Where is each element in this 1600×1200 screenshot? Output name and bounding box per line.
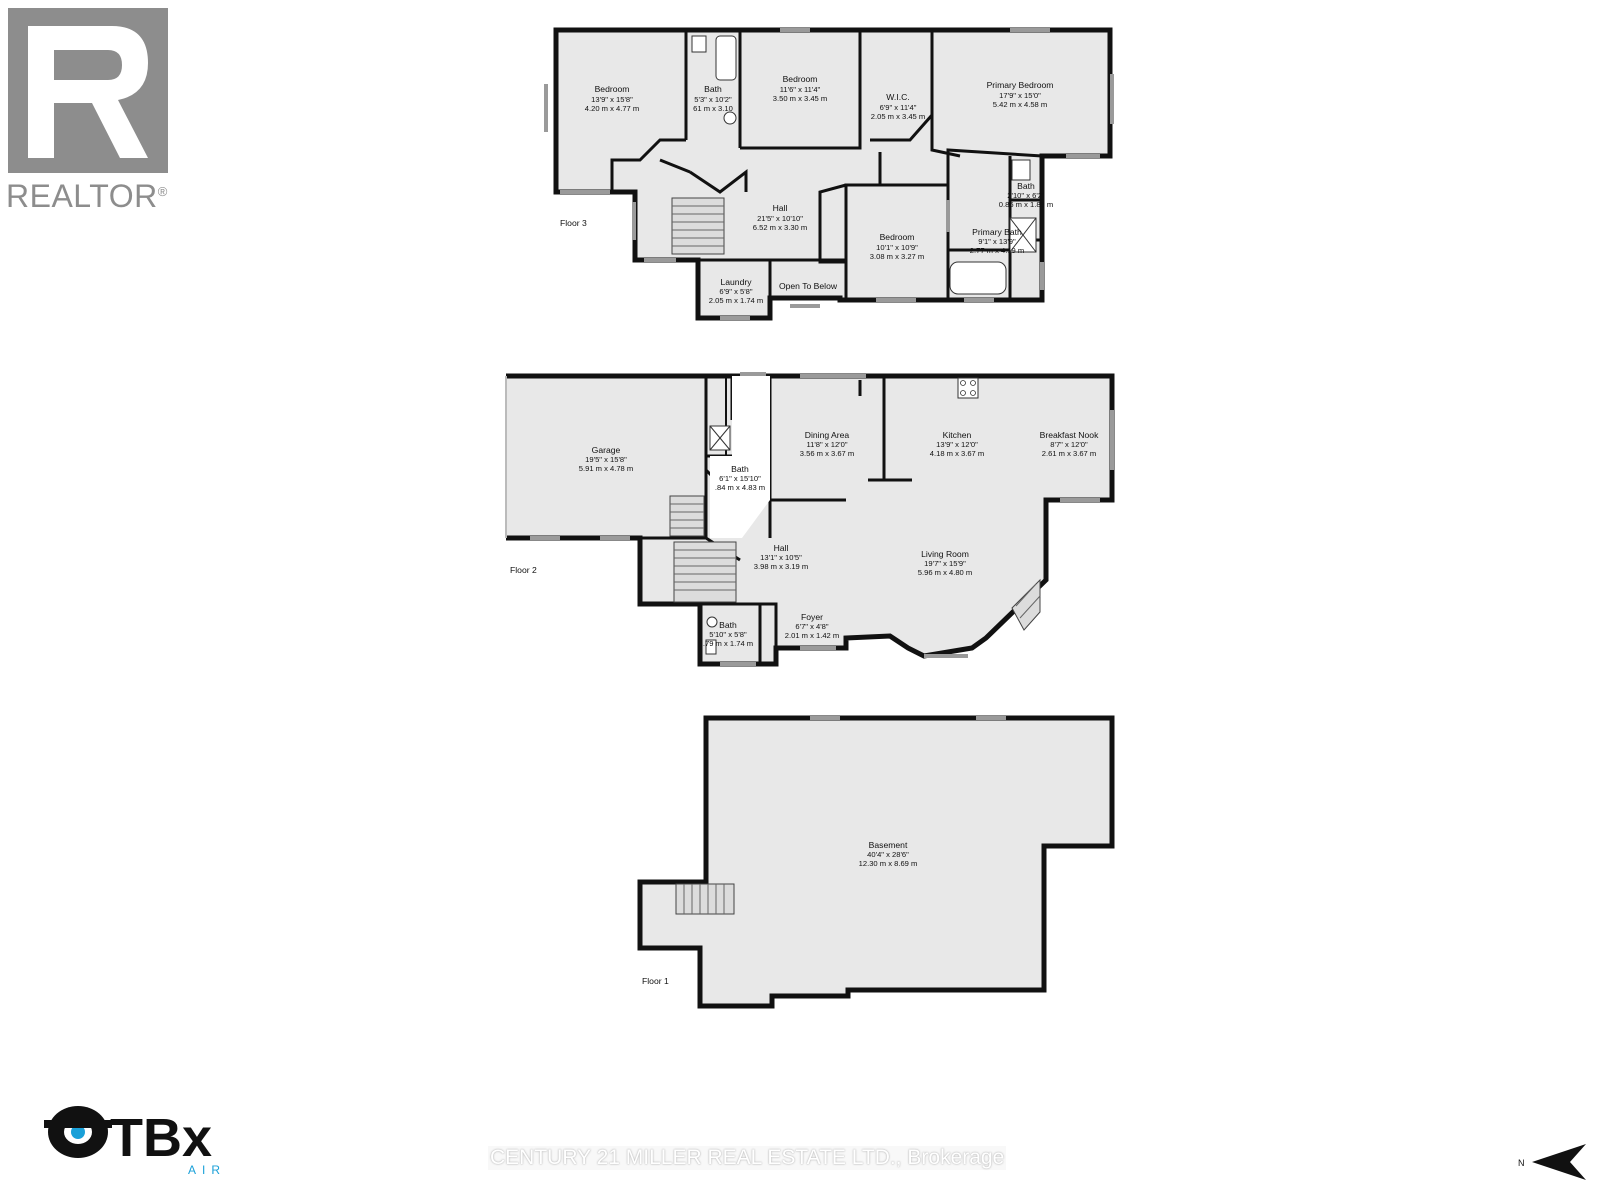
room-label: Open To Below	[779, 281, 838, 291]
svg-text:5.91 m x 4.78 m: 5.91 m x 4.78 m	[579, 464, 633, 473]
svg-text:Bath: Bath	[704, 84, 722, 94]
svg-text:Bath: Bath	[731, 464, 749, 474]
floor-label: Floor 3	[560, 218, 587, 228]
floor-1-plan	[637, 715, 1115, 1009]
svg-text:5.96 m x 4.80 m: 5.96 m x 4.80 m	[918, 568, 972, 577]
north-arrow-icon	[1532, 1144, 1586, 1180]
floor-3-plan	[544, 27, 1114, 321]
svg-text:9'1" x 13'9": 9'1" x 13'9"	[978, 237, 1016, 246]
north-label: N	[1518, 1158, 1525, 1168]
floor-label: Floor 1	[642, 976, 669, 986]
svg-text:3.98 m x 3.19 m: 3.98 m x 3.19 m	[754, 562, 808, 571]
realtor-logo	[8, 8, 168, 173]
svg-text:Dining Area: Dining Area	[805, 430, 850, 440]
svg-text:.84 m x 4.83 m: .84 m x 4.83 m	[715, 483, 765, 492]
svg-text:40'4" x 28'6": 40'4" x 28'6"	[867, 850, 909, 859]
svg-text:5'10" x 5'8": 5'10" x 5'8"	[709, 630, 747, 639]
floor-label: Floor 2	[510, 565, 537, 575]
svg-text:.79 m x 1.74 m: .79 m x 1.74 m	[703, 639, 753, 648]
brokerage-watermark: CENTURY 21 MILLER REAL ESTATE LTD., Brok…	[488, 1146, 1007, 1170]
svg-text:19'7" x 15'9": 19'7" x 15'9"	[924, 559, 966, 568]
room-label: W.I.C.6'9" x 11'4"2.05 m x 3.45 m	[871, 92, 925, 121]
svg-text:5'3" x 10'2": 5'3" x 10'2"	[694, 95, 732, 104]
svg-text:6.52 m x 3.30 m: 6.52 m x 3.30 m	[753, 223, 807, 232]
svg-text:13'9" x 15'8": 13'9" x 15'8"	[591, 95, 633, 104]
svg-text:2.05 m x 1.74 m: 2.05 m x 1.74 m	[709, 296, 763, 305]
svg-text:Bedroom: Bedroom	[880, 232, 915, 242]
svg-text:AIR: AIR	[188, 1163, 226, 1177]
svg-text:Bath: Bath	[719, 620, 737, 630]
svg-text:Foyer: Foyer	[801, 612, 823, 622]
svg-text:6'7" x 4'8": 6'7" x 4'8"	[795, 622, 829, 631]
svg-text:Bedroom: Bedroom	[783, 74, 818, 84]
svg-text:Breakfast Nook: Breakfast Nook	[1040, 430, 1099, 440]
svg-text:6'9" x 11'4": 6'9" x 11'4"	[880, 103, 917, 112]
svg-text:8'7" x 12'0": 8'7" x 12'0"	[1050, 440, 1088, 449]
svg-text:Hall: Hall	[773, 203, 788, 213]
realtor-wordmark: REALTOR®	[6, 178, 168, 214]
svg-text:6'9" x 5'8": 6'9" x 5'8"	[719, 287, 753, 296]
svg-text:TBx: TBx	[110, 1108, 212, 1168]
svg-text:61 m x 3.10: 61 m x 3.10	[693, 104, 733, 113]
svg-text:2.61 m x 3.67 m: 2.61 m x 3.67 m	[1042, 449, 1096, 458]
compass: N	[1518, 1140, 1588, 1184]
svg-text:6'1" x 15'10": 6'1" x 15'10"	[719, 474, 761, 483]
svg-text:3.56 m x 3.67 m: 3.56 m x 3.67 m	[800, 449, 854, 458]
svg-text:13'9" x 12'0": 13'9" x 12'0"	[936, 440, 978, 449]
svg-text:Bath: Bath	[1017, 181, 1035, 191]
svg-text:Laundry: Laundry	[720, 277, 752, 287]
svg-text:Bedroom: Bedroom	[595, 84, 630, 94]
svg-text:10'1" x 10'9": 10'1" x 10'9"	[876, 243, 918, 252]
svg-text:0.86 m x 1.88 m: 0.86 m x 1.88 m	[999, 200, 1053, 209]
svg-text:Living Room: Living Room	[921, 549, 969, 559]
svg-text:2.77 m x 4.19 m: 2.77 m x 4.19 m	[970, 246, 1024, 255]
svg-text:17'9" x 15'0": 17'9" x 15'0"	[999, 91, 1041, 100]
svg-text:19'5" x 15'8": 19'5" x 15'8"	[585, 455, 627, 464]
svg-text:Garage: Garage	[592, 445, 621, 455]
svg-text:Primary Bath: Primary Bath	[972, 227, 1022, 237]
floor-2-plan	[505, 372, 1115, 667]
svg-text:Hall: Hall	[774, 543, 789, 553]
svg-text:Primary Bedroom: Primary Bedroom	[987, 80, 1054, 90]
svg-text:11'6" x 11'4": 11'6" x 11'4"	[780, 85, 821, 94]
svg-text:2'10" x 6'2": 2'10" x 6'2"	[1007, 191, 1045, 200]
svg-text:11'8" x 12'0": 11'8" x 12'0"	[806, 440, 847, 449]
otbx-air-logo: TBx AIR	[44, 1106, 226, 1177]
svg-text:2.01 m x 1.42 m: 2.01 m x 1.42 m	[785, 631, 839, 640]
svg-text:4.20 m x 4.77 m: 4.20 m x 4.77 m	[585, 104, 639, 113]
svg-text:2.05 m x 3.45 m: 2.05 m x 3.45 m	[871, 112, 925, 121]
svg-text:5.42 m x 4.58 m: 5.42 m x 4.58 m	[993, 100, 1047, 109]
svg-text:21'5" x 10'10": 21'5" x 10'10"	[757, 214, 803, 223]
svg-text:Basement: Basement	[869, 840, 908, 850]
svg-text:13'1" x 10'5": 13'1" x 10'5"	[760, 553, 802, 562]
svg-text:12.30 m x 8.69 m: 12.30 m x 8.69 m	[859, 859, 918, 868]
svg-text:W.I.C.: W.I.C.	[886, 92, 909, 102]
svg-text:3.08 m x 3.27 m: 3.08 m x 3.27 m	[870, 252, 924, 261]
svg-text:Kitchen: Kitchen	[943, 430, 972, 440]
svg-text:Open To Below: Open To Below	[779, 281, 838, 291]
svg-text:4.18 m x 3.67 m: 4.18 m x 3.67 m	[930, 449, 984, 458]
svg-text:3.50 m x 3.45 m: 3.50 m x 3.45 m	[773, 94, 827, 103]
